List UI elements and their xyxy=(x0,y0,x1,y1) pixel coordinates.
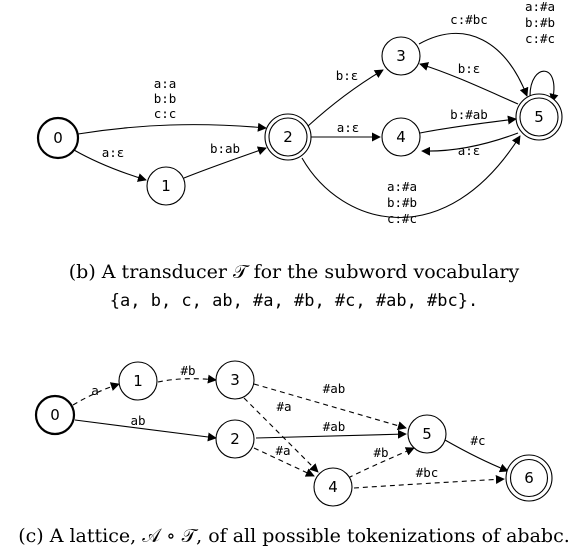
state-t5: 5 xyxy=(515,93,563,141)
label-e3_5: c:#bc xyxy=(450,12,488,27)
state-t1-label: 1 xyxy=(161,177,171,195)
transducer-caption-line2: {a, b, c, ab, #a, #b, #c, #ab, #bc}. xyxy=(110,291,478,311)
lattice-diagram: a ab #b #ab #a #ab #a #b #bc #c 0 1 2 3 … xyxy=(18,360,570,547)
state-l1: 1 xyxy=(118,361,158,401)
label-l1_3: #b xyxy=(180,363,195,378)
label-e2_5-a: a:#a xyxy=(387,179,417,194)
edge-l4-l6 xyxy=(353,474,505,489)
transducer-diagram: a:a b:b c:c a:ε b:ab b:ε a:ε a:#a b:#b c… xyxy=(36,0,563,311)
label-e0_2-b: b:b xyxy=(154,91,177,106)
state-t4: 4 xyxy=(381,117,421,157)
label-e2_5-c: c:#c xyxy=(387,211,417,226)
state-t5-label: 5 xyxy=(534,108,544,126)
edge-t3-t5 xyxy=(418,33,529,97)
edge-t5-t4 xyxy=(421,132,519,156)
edge-t0-t2 xyxy=(77,122,267,135)
label-l4_6: #bc xyxy=(416,465,439,480)
state-l5-label: 5 xyxy=(422,425,432,443)
edge-l0-l2 xyxy=(74,419,217,442)
label-e5_3: b:ε xyxy=(458,61,481,76)
state-l0-label: 0 xyxy=(50,406,60,424)
edge-l1-l3 xyxy=(157,374,217,384)
label-e5_4: a:ε xyxy=(458,143,481,158)
label-l4_5: #b xyxy=(373,445,388,460)
state-t1: 1 xyxy=(146,166,186,206)
state-l5: 5 xyxy=(407,414,447,454)
label-e5_5-c: c:#c xyxy=(525,31,555,46)
state-l3: 3 xyxy=(215,360,255,400)
edge-l4-l5 xyxy=(347,447,415,479)
state-t2-label: 2 xyxy=(283,128,293,146)
label-l3_4: #a xyxy=(276,399,291,414)
state-t0: 0 xyxy=(36,116,80,160)
label-l0_2: ab xyxy=(130,413,145,428)
edge-t5-t5-loop xyxy=(529,70,559,103)
edge-l0-l1 xyxy=(72,382,120,406)
label-e4_5: b:#ab xyxy=(450,107,488,122)
state-l0: 0 xyxy=(34,394,76,436)
label-l0_1: a xyxy=(91,383,99,398)
state-l4-label: 4 xyxy=(328,478,338,496)
lattice-caption: (c) A lattice, 𝒜 ∘ 𝒯, of all possible to… xyxy=(18,525,570,547)
label-e0_2-a: a:a xyxy=(154,76,177,91)
transducer-caption-line1: (b) A transducer 𝒯 for the subword vocab… xyxy=(69,261,520,283)
label-e2_5-b: b:#b xyxy=(387,195,417,210)
state-l6: 6 xyxy=(505,454,553,502)
edge-t4-t5 xyxy=(419,115,517,134)
label-e2_4: a:ε xyxy=(337,120,360,135)
label-l3_5: #ab xyxy=(323,381,346,396)
label-l5_6: #c xyxy=(470,433,485,448)
edge-l2-l4 xyxy=(253,447,315,477)
label-e5_5-a: a:#a xyxy=(525,0,555,14)
label-e5_5-b: b:#b xyxy=(525,15,555,30)
label-e1_2: b:ab xyxy=(210,141,240,156)
label-l2_4: #a xyxy=(275,443,290,458)
edge-l5-l6 xyxy=(444,439,509,473)
state-t3-label: 3 xyxy=(396,47,406,65)
edge-t5-t3 xyxy=(419,62,519,105)
edge-t0-t1 xyxy=(73,149,147,182)
label-e0_2-c: c:c xyxy=(154,106,177,121)
state-t2: 2 xyxy=(264,113,312,161)
label-l2_5: #ab xyxy=(323,419,346,434)
state-l1-label: 1 xyxy=(133,372,143,390)
state-t0-label: 0 xyxy=(53,129,63,147)
label-e0_1: a:ε xyxy=(102,145,125,160)
edge-t2-t3 xyxy=(307,69,384,127)
edge-t1-t2 xyxy=(183,146,267,179)
edge-l2-l5 xyxy=(255,429,407,439)
edge-t2-t5 xyxy=(301,135,521,218)
state-t3: 3 xyxy=(381,36,421,76)
state-l2: 2 xyxy=(215,419,255,459)
state-t4-label: 4 xyxy=(396,128,406,146)
state-l3-label: 3 xyxy=(230,371,240,389)
state-l4: 4 xyxy=(313,467,353,507)
state-l6-label: 6 xyxy=(524,469,534,487)
state-l2-label: 2 xyxy=(230,430,240,448)
label-e2_3: b:ε xyxy=(336,68,359,83)
